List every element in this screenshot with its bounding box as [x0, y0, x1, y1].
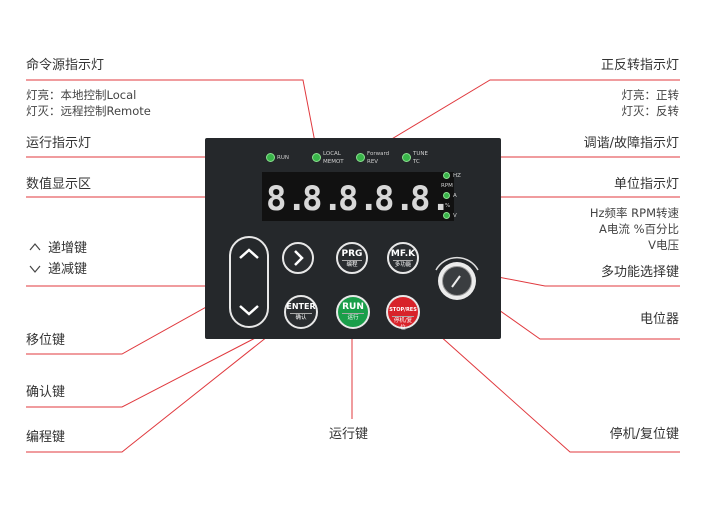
prg-button-sub: 编程 — [342, 260, 362, 269]
unit-rpm-label: RPM — [441, 183, 453, 189]
label-fwd-rev: 正反转指示灯 — [600, 58, 679, 73]
label-command-source: 命令源指示灯 — [26, 58, 105, 73]
unit-hz-label: HZ — [453, 173, 461, 179]
unit-hz-led — [443, 172, 450, 179]
tune-led — [402, 153, 411, 162]
knob-indicator-icon — [451, 275, 461, 288]
tune-led-sub: TC — [413, 159, 420, 165]
local-led-sub: MEMOT — [323, 159, 344, 165]
label-display-area: 数值显示区 — [26, 177, 92, 192]
label-prg-key: 编程键 — [26, 430, 66, 445]
run-led-label: RUN — [277, 155, 289, 161]
label-stop-key: 停机/复位键 — [609, 427, 679, 442]
label-down-key: 递减键 — [48, 262, 88, 277]
display-digit-1: 8. — [266, 179, 307, 219]
label-command-off: 灯灭：远程控制Remote — [26, 104, 151, 118]
local-led-label: LOCAL — [323, 151, 341, 157]
chevron-right-icon — [294, 250, 304, 266]
stop-button-sub: 停机/复位 — [392, 316, 414, 331]
run-button-sub: 运行 — [342, 313, 364, 322]
prg-button-label: PRG — [341, 249, 363, 259]
label-unit-led: 单位指示灯 — [613, 177, 679, 192]
unit-v-label: V — [453, 213, 457, 219]
label-tune-led: 调谐/故障指示灯 — [583, 136, 679, 151]
chevron-up-icon[interactable] — [236, 246, 262, 262]
label-run-key: 运行键 — [329, 427, 369, 442]
shift-button[interactable] — [282, 242, 314, 274]
label-command-on: 灯亮：本地控制Local — [26, 88, 137, 102]
enter-button-label: ENTER — [286, 302, 316, 311]
label-run-led: 运行指示灯 — [26, 136, 92, 151]
display-digit-2: 8. — [302, 179, 343, 219]
enter-button-sub: 确认 — [290, 313, 312, 322]
mfk-button-sub: 多功能 — [393, 260, 413, 268]
run-button-label: RUN — [342, 302, 364, 312]
label-enter-key: 确认键 — [26, 385, 66, 400]
display-digit-4: 8. — [374, 179, 415, 219]
unit-a-led — [443, 192, 450, 199]
mfk-button-label: MF.K — [390, 249, 416, 259]
stop-reset-button[interactable]: STOP/RES 停机/复位 — [386, 295, 420, 331]
unit-pct-label: % — [445, 203, 451, 209]
display-digit-3: 8. — [338, 179, 379, 219]
label-unit-line1: Hz频率 RPM转速 — [589, 206, 679, 220]
potentiometer-knob[interactable] — [442, 266, 472, 296]
local-led — [312, 153, 321, 162]
mfk-button[interactable]: MF.K 多功能 — [387, 242, 419, 274]
run-led — [266, 153, 275, 162]
chevron-down-icon[interactable] — [236, 302, 262, 318]
run-button[interactable]: RUN 运行 — [336, 295, 370, 329]
seven-segment-display — [262, 172, 454, 221]
up-down-pad — [229, 236, 269, 328]
forward-led-label: Forward — [367, 151, 390, 157]
label-fwd-on: 灯亮：正转 — [621, 88, 680, 102]
unit-v-led — [443, 212, 450, 219]
label-unit-line2: A电流 %百分比 — [599, 222, 679, 236]
forward-led-sub: REV — [367, 159, 379, 165]
label-multi-key: 多功能选择键 — [600, 265, 679, 280]
enter-button[interactable]: ENTER 确认 — [284, 295, 318, 329]
label-shift-key: 移位键 — [26, 333, 66, 348]
unit-a-label: A — [453, 193, 457, 199]
label-potentiometer: 电位器 — [639, 312, 679, 327]
tune-led-label: TUNE — [413, 151, 428, 157]
display-digit-5: 8. — [410, 179, 451, 219]
forward-led — [356, 153, 365, 162]
label-unit-line3: V电压 — [648, 238, 679, 252]
knob-arc-icon — [435, 256, 479, 271]
prg-button[interactable]: PRG 编程 — [336, 242, 368, 274]
stop-button-label: STOP/RES — [389, 307, 417, 313]
label-up-key: 递增键 — [48, 241, 88, 256]
label-fwd-off: 灯灭：反转 — [621, 104, 680, 118]
